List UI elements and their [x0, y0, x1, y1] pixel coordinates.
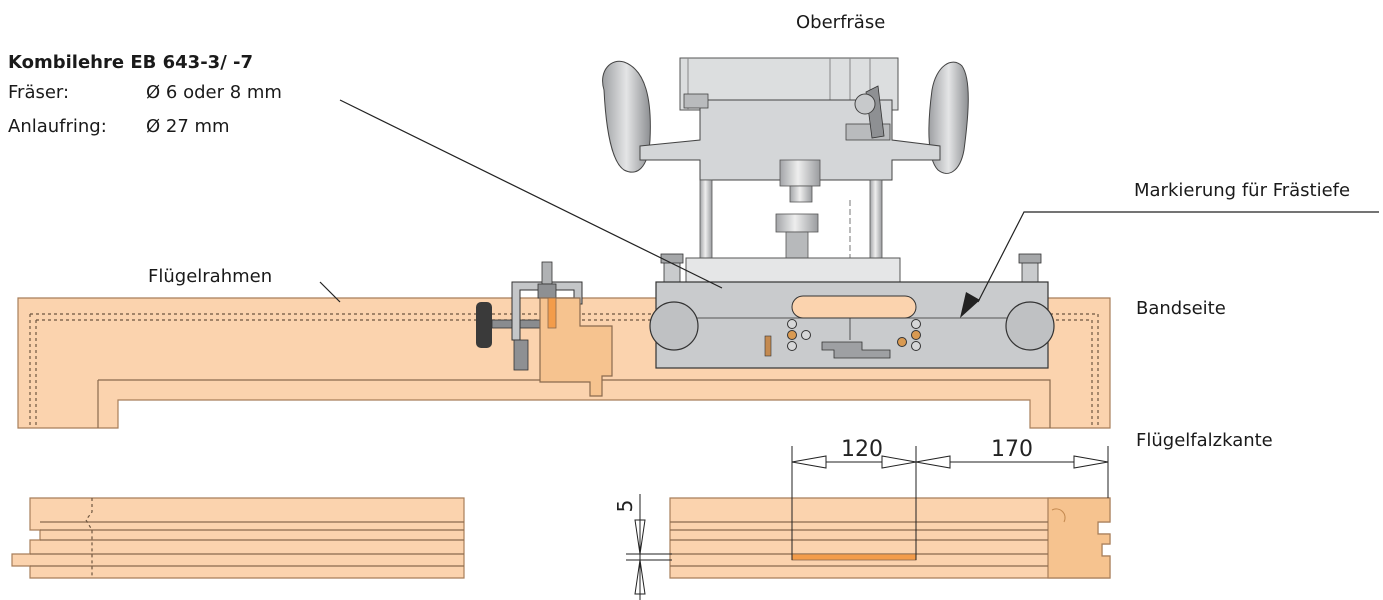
- depth-mark-label: Markierung für Frästiefe: [1134, 180, 1351, 201]
- screw-clamp: [476, 261, 613, 397]
- dimension-120: 120: [841, 437, 883, 462]
- dimension-170: 170: [991, 437, 1033, 462]
- leader-lines: [319, 99, 1379, 303]
- left-handle: [602, 60, 651, 173]
- ring-value: Ø 27 mm: [146, 116, 230, 137]
- cutter-label: Fräser:: [8, 82, 70, 103]
- cutter-value: Ø 6 oder 8 mm: [146, 82, 282, 103]
- router-label: Oberfräse: [796, 12, 886, 33]
- section-view-left: [11, 497, 465, 579]
- combination-jig: [649, 253, 1055, 369]
- rebate-edge-label: Flügelfalzkante: [1136, 430, 1273, 451]
- router: [602, 57, 969, 320]
- jig-title: Kombilehre EB 643-3/ -7: [8, 52, 254, 73]
- clamped-profile: [539, 297, 613, 397]
- right-stop-disc: [1005, 301, 1055, 351]
- routed-pocket: [791, 553, 917, 561]
- clamp-knob: [476, 302, 492, 348]
- sash-frame-label: Flügelrahmen: [148, 266, 273, 287]
- dimension-depth: 5: [613, 500, 637, 513]
- left-stop-disc: [649, 301, 699, 351]
- depth-mark-arrow: [960, 292, 980, 318]
- ring-label: Anlaufring:: [8, 116, 107, 137]
- depth-dimension: [626, 494, 672, 600]
- section-view-right: [669, 497, 1111, 579]
- hinge-side-label: Bandseite: [1136, 298, 1226, 319]
